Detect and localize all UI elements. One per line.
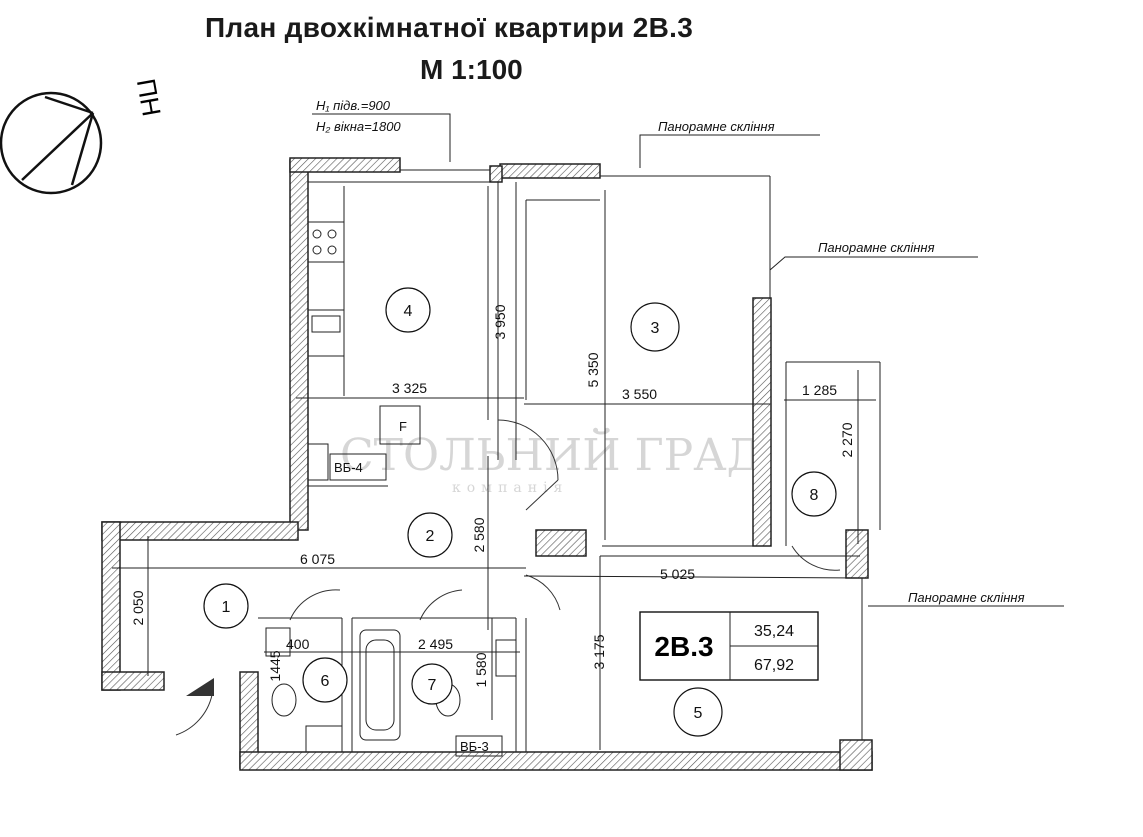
h2-note: H₂ вікна=1800 (316, 119, 401, 134)
dim-1445: 1445 (267, 650, 283, 681)
dim-1285: 1 285 (802, 382, 837, 398)
dim-3325: 3 325 (392, 380, 427, 396)
washbasin-icon-bath (495, 639, 517, 677)
dim-2580: 2 580 (471, 517, 487, 552)
svg-text:8: 8 (810, 487, 819, 504)
dim-5025: 5 025 (660, 566, 695, 582)
dim-3175: 3 175 (591, 634, 607, 669)
watermark-sub: компанія (452, 480, 568, 496)
glazing-note-lower: Панорамне скління (868, 590, 1064, 607)
dim-2050: 2 050 (130, 590, 146, 625)
svg-text:5: 5 (694, 705, 703, 722)
doors (175, 419, 841, 736)
dim-1580: 1 580 (473, 652, 489, 687)
glazing-note-right: Панорамне скління (769, 240, 978, 271)
watermark-brand: СТОЛЬНИЙ ГРАД (340, 427, 762, 481)
living-area: 35,24 (754, 623, 794, 640)
dim-5350: 5 350 (585, 352, 601, 387)
room-labels: 1 2 3 4 5 6 7 8 (203, 287, 837, 737)
door-arc-kitchen (497, 419, 559, 481)
svg-text:ВБ-3: ВБ-3 (460, 739, 489, 754)
kitchen-fixtures: F ВБ-4 (307, 186, 421, 481)
room-6: 6 (302, 657, 348, 703)
compass-circle (0, 91, 103, 195)
room-8: 8 (791, 471, 837, 517)
svg-text:7: 7 (428, 677, 437, 694)
window-heights: H₁ підв.=900 H₂ вікна=1800 (312, 98, 451, 162)
apartment-label: 2В.3 35,24 67,92 (639, 611, 819, 681)
stove-icon (307, 221, 345, 263)
shaft-vb3 (455, 735, 503, 757)
plan-title: План двохкімнатної квартири 2В.3 (205, 12, 694, 43)
svg-text:2: 2 (426, 528, 435, 545)
room-7: 7 (411, 663, 453, 705)
compass-label: ПН (131, 76, 167, 118)
plan-scale: М 1:100 (420, 54, 523, 85)
washbasin-icon (265, 627, 291, 657)
svg-text:Панорамне скління: Панорамне скління (908, 590, 1025, 605)
svg-text:Панорамне скління: Панорамне скління (818, 240, 935, 255)
room-2: 2 (407, 512, 453, 558)
dim-400: 400 (286, 636, 310, 652)
door-arc-bath (419, 589, 463, 621)
dim-2270: 2 270 (839, 422, 855, 457)
svg-text:3: 3 (651, 320, 660, 337)
room-4: 4 (385, 287, 431, 333)
svg-text:F: F (399, 419, 407, 434)
dimension-values: 3 950 3 325 5 350 3 550 1 285 2 270 2 58… (130, 304, 855, 687)
fridge-icon (379, 405, 421, 445)
bathtub-icon (359, 629, 401, 741)
north-compass: ПН (0, 76, 167, 195)
door-arc-living (525, 574, 561, 611)
svg-text:4: 4 (404, 303, 413, 320)
toilet-icon-wc (271, 683, 297, 717)
entry-marker (186, 678, 214, 696)
h1-note: H₁ підв.=900 (316, 98, 391, 113)
room-3: 3 (630, 302, 680, 352)
dimension-lines (112, 186, 876, 750)
bathroom-fixtures: ВБ-3 (265, 627, 517, 757)
glazing-note-top: Панорамне скління (639, 119, 820, 168)
dim-6075: 6 075 (300, 551, 335, 567)
sink-icon (307, 309, 345, 357)
door-arc-entry (175, 694, 213, 736)
room-5: 5 (673, 687, 723, 737)
door-arc-wc (289, 589, 341, 621)
room-1: 1 (203, 583, 249, 629)
door-arc-balcony (791, 545, 841, 571)
compass-needle (21, 112, 94, 181)
svg-text:6: 6 (321, 673, 330, 690)
apartment-code: 2В.3 (654, 631, 713, 662)
svg-text:Панорамне скління: Панорамне скління (658, 119, 775, 134)
svg-text:1: 1 (222, 599, 231, 616)
svg-text:ВБ-4: ВБ-4 (334, 460, 363, 475)
shaft-small (305, 725, 343, 753)
dim-3950: 3 950 (492, 304, 508, 339)
dim-2495: 2 495 (418, 636, 453, 652)
shaft-vb4 (329, 453, 387, 481)
dim-3550: 3 550 (622, 386, 657, 402)
watermark: СТОЛЬНИЙ ГРАД компанія (340, 427, 762, 496)
total-area: 67,92 (754, 657, 794, 674)
